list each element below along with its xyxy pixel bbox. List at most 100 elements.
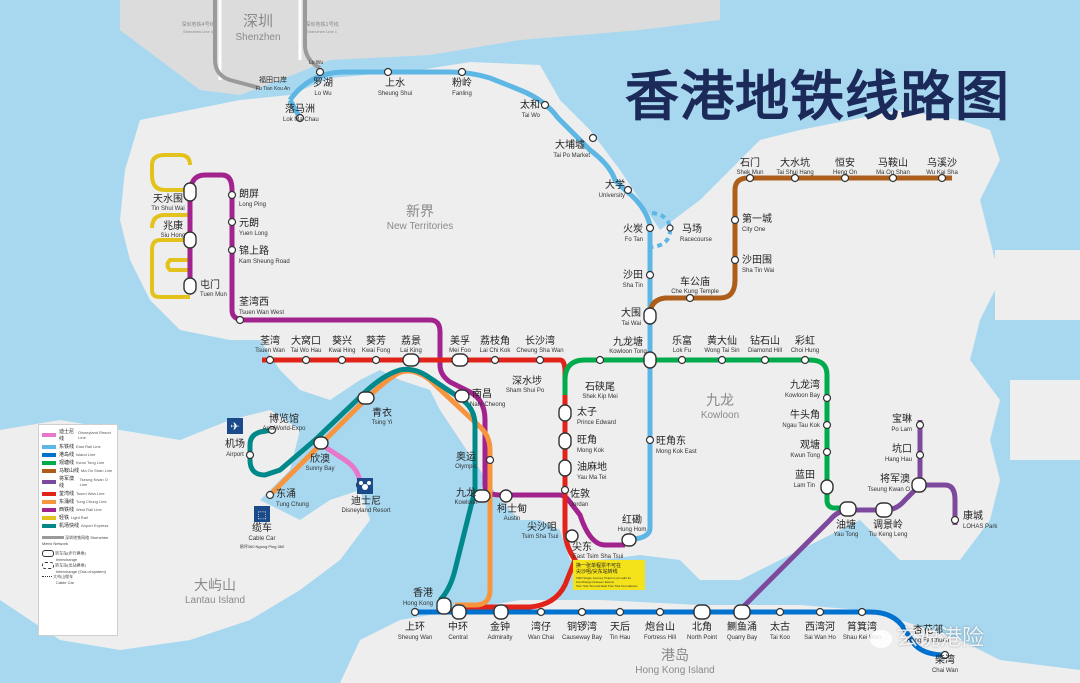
dot-diamond-hill[interactable] xyxy=(760,355,770,365)
dot-lohas-park[interactable] xyxy=(950,515,960,525)
dot-sheung-wan[interactable] xyxy=(410,607,420,617)
legend-label: 迪士尼线 xyxy=(59,429,75,442)
dot-tai-koo[interactable] xyxy=(775,607,785,617)
ix-tai-wai[interactable] xyxy=(643,307,657,325)
lbl-tseung-kwan-o-en: Tseung Kwan O xyxy=(868,487,911,493)
dot-ma-on-shan[interactable] xyxy=(888,173,898,183)
dot-sheung-shui[interactable] xyxy=(383,67,393,77)
ix-yau-ma-tei[interactable] xyxy=(558,459,572,477)
ix-mei-foo[interactable] xyxy=(451,353,469,367)
legend-swatch xyxy=(42,468,56,473)
dot-kowloon-bay[interactable] xyxy=(822,393,832,403)
ix-central[interactable] xyxy=(451,604,467,620)
dot-long-ping[interactable] xyxy=(227,190,237,200)
ix-tin-shui-wai[interactable] xyxy=(183,182,197,202)
ix-admiralty[interactable] xyxy=(493,604,509,620)
lbl-tiu-keng-leng: 调景岭 xyxy=(873,518,903,531)
dot-mong-kok-east[interactable] xyxy=(645,435,655,445)
dot-wan-chai[interactable] xyxy=(536,607,546,617)
dot-shek-kip-mei[interactable] xyxy=(595,355,605,365)
legend-label: 机场快线 xyxy=(59,523,80,529)
dot-che-kung-temple[interactable] xyxy=(685,293,695,303)
dot-university[interactable] xyxy=(623,185,633,195)
dot-fo-tan[interactable] xyxy=(645,223,655,233)
ix-siu-hong[interactable] xyxy=(183,231,197,249)
ix-quarry-bay[interactable] xyxy=(733,604,751,620)
ix-north-point[interactable] xyxy=(693,604,711,620)
dot-shek-mun[interactable] xyxy=(745,173,755,183)
dot-asiaworld-expo[interactable] xyxy=(267,425,277,435)
dot-lo-wu[interactable] xyxy=(315,67,325,77)
lbl-hung-hom: 红磡 xyxy=(622,513,642,526)
dot-sha-tin[interactable] xyxy=(645,270,655,280)
lbl-sheung-shui: 上水 xyxy=(385,77,405,89)
dot-fanling[interactable] xyxy=(457,67,467,77)
lbl-tai-wo-hau: 大窝口 xyxy=(291,334,321,347)
ix-tseung-kwan-o[interactable] xyxy=(911,477,927,493)
lbl-yau-tong-en: Yau Tong xyxy=(834,532,859,538)
dot-kwai-fong[interactable] xyxy=(371,355,381,365)
dot-tai-wo-hau[interactable] xyxy=(301,355,311,365)
ix-tsim-sha-tsui[interactable] xyxy=(565,529,579,543)
dot-tai-wo[interactable] xyxy=(540,100,550,110)
light-rail-line xyxy=(150,153,192,299)
dot-tai-po-market[interactable] xyxy=(588,133,598,143)
dot-sai-wan-ho[interactable] xyxy=(815,607,825,617)
ix-tuen-mun[interactable] xyxy=(183,277,197,295)
ix-hong-kong[interactable] xyxy=(436,597,452,615)
dot-cheung-sha-wan[interactable] xyxy=(535,355,545,365)
ix-kowloon-tong[interactable] xyxy=(643,351,657,369)
dot-sha-tin-wai[interactable] xyxy=(730,255,740,265)
dot-wu-kai-sha[interactable] xyxy=(937,173,947,183)
dot-lok-ma-chau[interactable] xyxy=(295,113,305,123)
dot-city-one[interactable] xyxy=(730,215,740,225)
dot-causeway-bay[interactable] xyxy=(577,607,587,617)
dot-tung-chung[interactable] xyxy=(265,490,275,500)
notice-line1: 换一张单程票不可在 xyxy=(576,562,621,569)
ix-hung-hom[interactable] xyxy=(621,533,637,547)
dot-tin-hau[interactable] xyxy=(615,607,625,617)
dot-tsuen-wan-west[interactable] xyxy=(235,315,245,325)
dot-olympic[interactable] xyxy=(485,455,495,465)
lbl-north-point-en: North Point xyxy=(687,635,717,641)
ix-lai-king[interactable] xyxy=(402,353,420,367)
ix-tsing-yi[interactable] xyxy=(357,391,375,405)
ix-tiu-keng-leng[interactable] xyxy=(875,502,893,518)
dot-po-lam[interactable] xyxy=(915,420,925,430)
lbl-tseung-kwan-o: 将军澳 xyxy=(880,472,910,485)
ix-kowloon[interactable] xyxy=(473,489,491,503)
dot-ngau-tau-kok[interactable] xyxy=(822,420,832,430)
lbl-mong-kok-en: Mong Kok xyxy=(577,448,605,454)
dot-shau-kei-wan[interactable] xyxy=(857,607,867,617)
ix-mong-kok[interactable] xyxy=(558,432,572,450)
ix-nam-cheong[interactable] xyxy=(454,389,470,403)
ix-prince-edward[interactable] xyxy=(558,404,572,422)
dot-airport[interactable] xyxy=(245,450,255,460)
dot-yuen-long[interactable] xyxy=(227,217,237,227)
lbl-shek-kip-mei-en: Shek Kip Mei xyxy=(582,394,617,400)
ix-austin[interactable] xyxy=(499,489,513,503)
lbl-siu-hong-en: Siu Hong xyxy=(161,233,186,239)
dot-chai-wan[interactable] xyxy=(940,650,950,660)
ix-sunny-bay[interactable] xyxy=(313,436,329,450)
ix-yau-tong[interactable] xyxy=(839,501,857,517)
dot-heng-on[interactable] xyxy=(840,173,850,183)
region-kowloon-en: Kowloon xyxy=(701,410,739,421)
dot-lok-fu[interactable] xyxy=(677,355,687,365)
dot-tsuen-wan[interactable] xyxy=(265,355,275,365)
dot-jordan[interactable] xyxy=(560,485,570,495)
dot-choi-hung[interactable] xyxy=(800,355,810,365)
dot-fortress-hill[interactable] xyxy=(655,607,665,617)
dot-wong-tai-sin[interactable] xyxy=(717,355,727,365)
dot-kam-sheung-road[interactable] xyxy=(227,245,237,255)
dot-lai-chi-kok[interactable] xyxy=(490,355,500,365)
dot-kwai-hing[interactable] xyxy=(337,355,347,365)
lbl-sheung-shui-en: Sheung Shui xyxy=(378,91,412,97)
lbl-jordan-en: Jordan xyxy=(570,502,588,508)
dot-hang-hau[interactable] xyxy=(915,450,925,460)
dot-kwun-tong[interactable] xyxy=(822,447,832,457)
ix-lam-tin[interactable] xyxy=(820,479,834,495)
dot-tai-shui-hang[interactable] xyxy=(790,173,800,183)
lbl-university-en: University xyxy=(599,193,625,199)
dot-racecourse[interactable] xyxy=(666,224,674,232)
